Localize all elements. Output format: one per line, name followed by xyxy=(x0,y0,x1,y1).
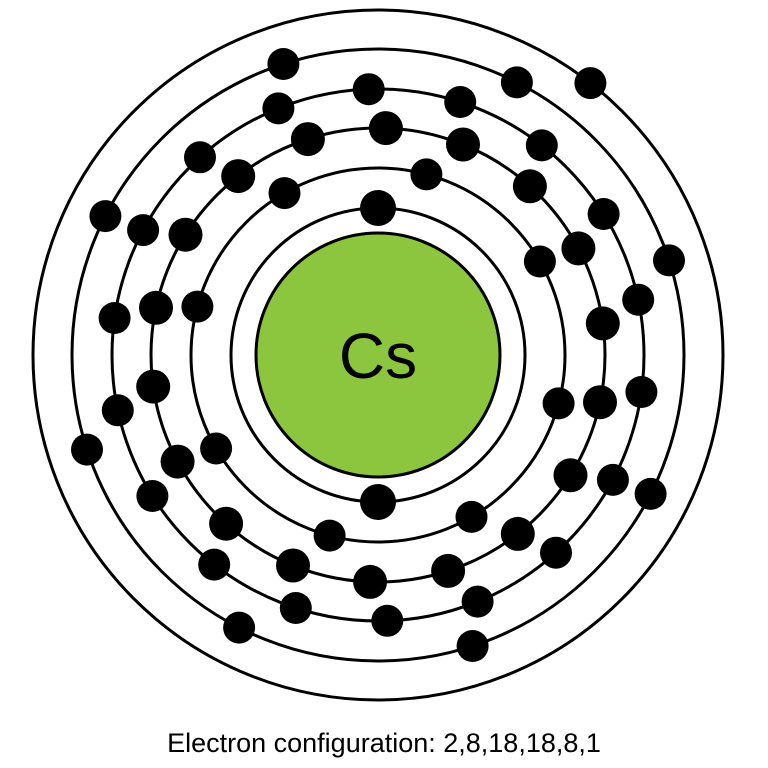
shell-ring-5 xyxy=(70,47,686,663)
electron-shell-3 xyxy=(553,458,588,493)
electron-configuration-caption: Electron configuration: 2,8,18,18,8,1 xyxy=(167,728,601,758)
electron-shell-3 xyxy=(221,159,256,194)
electron-shell-4 xyxy=(136,480,169,512)
shell-ring-6 xyxy=(31,8,725,702)
electron-shell-3 xyxy=(276,548,310,583)
electron-shell-4 xyxy=(98,302,131,334)
electron-shell-3 xyxy=(583,385,617,420)
electron-shell-2 xyxy=(523,245,556,278)
electron-shell-2 xyxy=(268,177,301,210)
electrons xyxy=(71,48,685,662)
electron-shell-3 xyxy=(585,306,620,341)
electron-shell-3 xyxy=(368,111,403,146)
electron-shell-5 xyxy=(500,66,533,99)
electron-shell-4 xyxy=(587,198,620,230)
electron-shell-4 xyxy=(101,394,134,427)
electron-shell-3 xyxy=(561,231,596,266)
electron-shell-2 xyxy=(455,500,488,533)
electron-shell-3 xyxy=(353,564,388,599)
electron-shell-4 xyxy=(371,604,404,637)
electron-shell-3 xyxy=(446,127,480,162)
electron-shell-3 xyxy=(168,217,203,252)
electron-shell-3 xyxy=(500,516,535,551)
shell-ring-2 xyxy=(189,166,567,544)
electron-shell-3 xyxy=(512,169,547,204)
electron-shell-2 xyxy=(200,432,233,465)
electron-shell-5 xyxy=(267,48,300,80)
electron-shell-4 xyxy=(622,283,655,316)
electron-shell-4 xyxy=(525,129,558,162)
nucleus xyxy=(254,231,502,479)
electron-shell-4 xyxy=(127,214,160,247)
electron-shell-3 xyxy=(431,553,466,588)
electron-shell-5 xyxy=(634,477,667,510)
electron-shell-4 xyxy=(444,86,477,118)
electron-shell-2 xyxy=(410,158,443,191)
electron-shell-1 xyxy=(360,190,396,226)
electron-shell-3 xyxy=(139,290,173,325)
element-symbol: Cs xyxy=(339,320,417,392)
electron-shell-5 xyxy=(456,630,489,662)
electron-shell-5 xyxy=(223,611,256,644)
electron-shell-4 xyxy=(596,463,629,496)
electron-shell-2 xyxy=(542,387,575,420)
electron-shell-6 xyxy=(574,67,607,100)
electron-shell-3 xyxy=(160,444,195,479)
electron-shell-4 xyxy=(184,141,216,174)
electron-shell-3 xyxy=(136,369,171,404)
electron-shell-3 xyxy=(290,122,325,157)
electron-shell-5 xyxy=(71,433,103,466)
electron-shell-5 xyxy=(653,244,685,277)
electron-shell-4 xyxy=(352,73,385,106)
electron-shell-4 xyxy=(540,536,572,569)
electron-shell-1 xyxy=(360,484,396,520)
electron-shell-4 xyxy=(461,585,494,618)
electron-shell-4 xyxy=(279,592,312,624)
electron-shell-4 xyxy=(625,376,658,408)
electron-shell-3 xyxy=(209,506,244,541)
electron-shell-2 xyxy=(181,290,214,323)
electron-shell-4 xyxy=(262,92,295,125)
electron-shell-2 xyxy=(313,519,346,552)
electron-shell-4 xyxy=(198,548,231,581)
electron-shell-5 xyxy=(89,200,122,233)
